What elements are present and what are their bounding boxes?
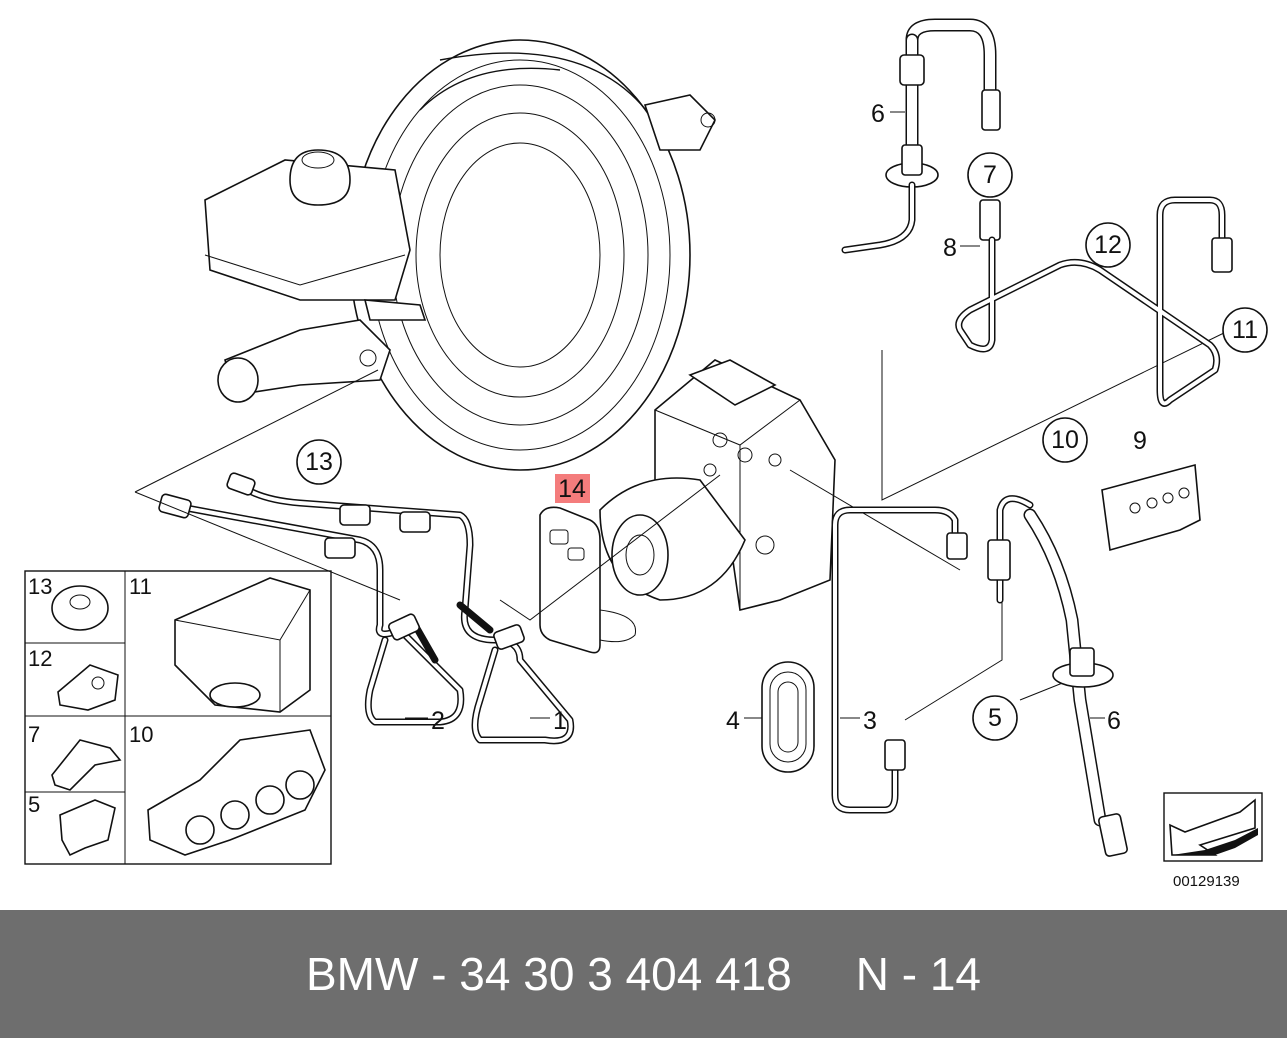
callout-6-top: 6: [871, 100, 885, 128]
callout-11: 11: [1232, 316, 1258, 344]
inset-label-11: 11: [129, 574, 152, 599]
callout-1: 1: [553, 707, 567, 735]
leader-lines: [134, 329, 1231, 721]
footer-bar: BMW - 34 30 3 404 418 N - 14: [0, 910, 1287, 1038]
brake-line-11-12: [955, 196, 1233, 407]
callout-4: 4: [726, 707, 740, 735]
inset-label-7: 7: [28, 722, 40, 747]
callouts: 1 2 3 4 5 6 6 7 8 9 10 11 12 13 14: [296, 100, 1268, 741]
grommet-part-4: [761, 661, 815, 773]
part-number-title: BMW - 34 30 3 404 418 N - 14: [306, 948, 981, 1000]
inset-parts-table: 13 11 12 7 10 5: [24, 570, 332, 865]
callout-3: 3: [863, 707, 877, 735]
brake-hose-top: [841, 18, 1001, 254]
callout-2: 2: [431, 707, 445, 735]
callout-9: 9: [1133, 427, 1147, 455]
image-id: 00129139: [1173, 873, 1240, 890]
inset-label-13: 13: [28, 574, 52, 599]
abs-hydraulic-unit: [599, 359, 836, 611]
callout-14: 14: [558, 475, 586, 503]
callout-13: 13: [305, 448, 333, 476]
brake-booster: [349, 39, 716, 471]
inset-label-10: 10: [129, 722, 153, 747]
bracket-part-14: [539, 506, 637, 654]
clip-part-9: [1101, 463, 1201, 552]
inset-label-12: 12: [28, 646, 52, 671]
brake-lines-1-2: [158, 472, 575, 745]
callout-12: 12: [1094, 231, 1122, 259]
brake-hose-bottom: [987, 495, 1128, 857]
callout-6-bottom: 6: [1107, 707, 1121, 735]
inset-label-5: 5: [28, 792, 40, 817]
master-cylinder: [204, 149, 427, 403]
orientation-arrow: [1163, 792, 1263, 862]
callout-14-highlight: [555, 474, 590, 503]
brake-line-3: [831, 506, 968, 814]
callout-5: 5: [988, 704, 1002, 732]
callout-8: 8: [943, 234, 957, 262]
callout-7: 7: [983, 161, 997, 189]
callout-10: 10: [1051, 426, 1079, 454]
parts-diagram: 1 2 3 4 5 6 6 7 8 9 10 11 12 13 14: [24, 18, 1268, 890]
